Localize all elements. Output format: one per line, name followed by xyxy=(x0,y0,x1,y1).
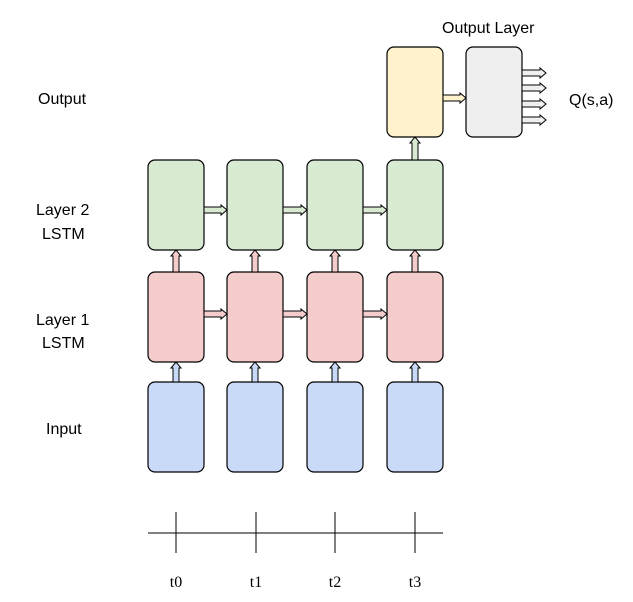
arrow-q-output-2 xyxy=(521,97,547,111)
layer2-cell-1 xyxy=(226,159,284,251)
arrow-q-output-1 xyxy=(521,81,547,95)
arrow-input-to-layer1-0 xyxy=(169,361,183,383)
row-label-layer1-line2: LSTM xyxy=(42,335,85,352)
arrow-layer1-recurrent-0 xyxy=(203,307,228,321)
arrow-input-to-layer1-3 xyxy=(408,361,422,383)
arrow-layer1-to-layer2-3 xyxy=(408,249,422,273)
input-cell-0 xyxy=(147,381,205,473)
layer2-cell-3 xyxy=(386,159,444,251)
timeline xyxy=(148,512,443,553)
row-label-layer2-line2: LSTM xyxy=(42,226,85,243)
layer1-cell-3 xyxy=(386,271,444,363)
input-cell-1 xyxy=(226,381,284,473)
arrow-layer1-to-layer2-2 xyxy=(328,249,342,273)
arrow-q-output-3 xyxy=(521,113,547,127)
tick-label-t1: t1 xyxy=(250,574,262,591)
cell-boxes xyxy=(147,46,523,473)
arrow-input-to-layer1-2 xyxy=(328,361,342,383)
row-label-layer2-line1: Layer 2 xyxy=(36,202,89,219)
arrow-layer2-recurrent-0 xyxy=(203,203,228,217)
arrow-layer2-recurrent-1 xyxy=(282,203,308,217)
output-layer-box xyxy=(465,46,523,138)
arrow-layer1-recurrent-2 xyxy=(362,307,388,321)
tick-label-t3: t3 xyxy=(409,574,421,591)
tick-label-t2: t2 xyxy=(329,574,341,591)
q-value-label: Q(s,a) xyxy=(569,92,613,109)
tick-label-t0: t0 xyxy=(170,574,182,591)
input-cell-3 xyxy=(386,381,444,473)
arrow-layer2-recurrent-2 xyxy=(362,203,388,217)
layer2-cell-0 xyxy=(147,159,205,251)
arrows xyxy=(169,66,547,383)
output-layer-title: Output Layer xyxy=(442,20,535,37)
layer1-cell-1 xyxy=(226,271,284,363)
row-label-output: Output xyxy=(38,91,87,108)
layer1-cell-0 xyxy=(147,271,205,363)
arrow-layer1-to-layer2-0 xyxy=(169,249,183,273)
input-cell-2 xyxy=(306,381,364,473)
arrow-layer1-recurrent-1 xyxy=(282,307,308,321)
arrow-q-output-0 xyxy=(521,66,547,80)
output-cell xyxy=(386,46,444,138)
row-label-input: Input xyxy=(46,421,82,438)
layer1-cell-2 xyxy=(306,271,364,363)
layer2-cell-2 xyxy=(306,159,364,251)
arrow-layer1-to-layer2-1 xyxy=(248,249,262,273)
arrow-layer2-to-output xyxy=(408,136,422,161)
row-label-layer1-line1: Layer 1 xyxy=(36,312,89,329)
arrow-input-to-layer1-1 xyxy=(248,361,262,383)
arrow-output-to-output-layer xyxy=(442,91,467,105)
